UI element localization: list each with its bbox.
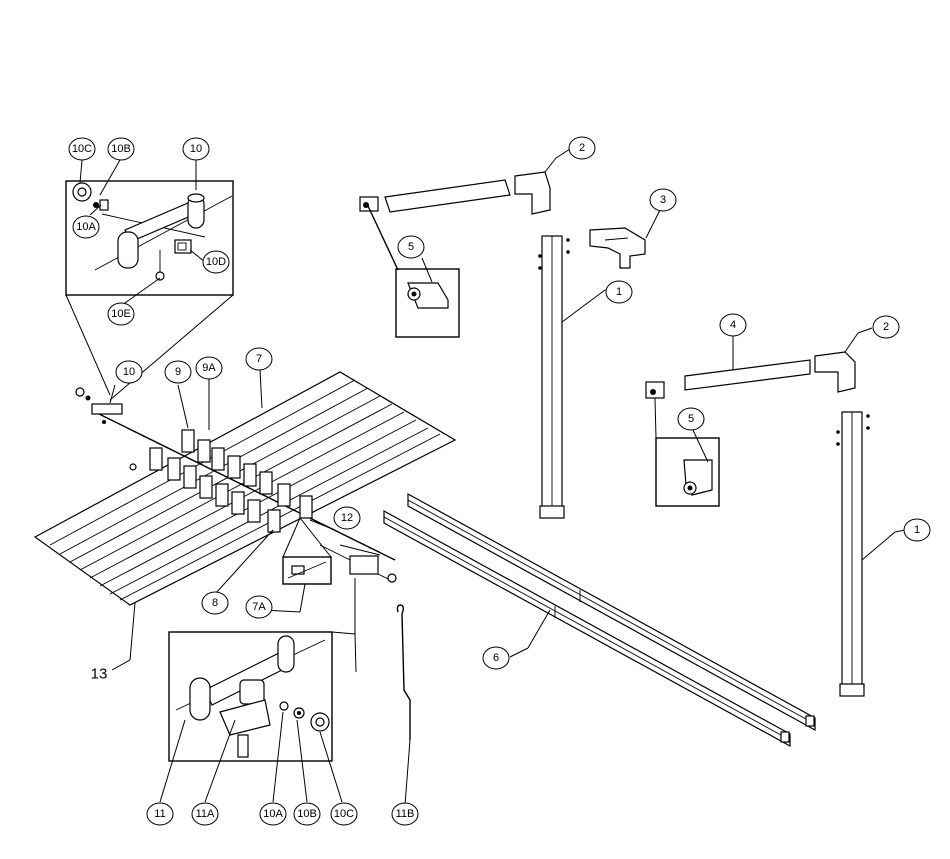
side-rails (383, 492, 816, 748)
svg-text:10D: 10D (206, 256, 226, 268)
callout-13: 13 (91, 666, 108, 683)
leader-lines-top-left (65, 159, 234, 401)
svg-text:13: 13 (91, 666, 108, 683)
svg-text:9A: 9A (202, 362, 216, 374)
svg-text:10B: 10B (297, 808, 317, 820)
callout-9a: 9A (195, 356, 223, 380)
right-beam-assembly (645, 327, 873, 507)
svg-text:4: 4 (730, 319, 736, 331)
svg-text:1: 1 (914, 524, 920, 536)
post-right (836, 411, 906, 697)
svg-text:7A: 7A (252, 601, 266, 613)
svg-text:8: 8 (212, 597, 218, 609)
svg-text:2: 2 (579, 142, 585, 154)
svg-text:9: 9 (175, 366, 181, 378)
svg-text:10E: 10E (111, 308, 131, 320)
svg-text:10C: 10C (72, 143, 92, 155)
crank-right-end (319, 544, 397, 634)
svg-text:10C: 10C (334, 808, 354, 820)
detail-box-7a (261, 517, 332, 613)
svg-text:10: 10 (190, 143, 202, 155)
callout-10c-bot: 10C (330, 802, 358, 826)
hook-rod (396, 604, 411, 806)
svg-text:6: 6 (493, 652, 499, 664)
svg-text:2: 2 (883, 321, 889, 333)
callout-5-top: 5 (397, 235, 425, 259)
svg-text:10B: 10B (111, 143, 131, 155)
callout-11a: 11A (191, 802, 219, 826)
svg-text:10A: 10A (76, 221, 96, 233)
svg-text:5: 5 (688, 413, 694, 425)
callout-12: 12 (333, 506, 361, 530)
callout-1-top: 1 (605, 280, 633, 304)
callout-10-top: 10 (182, 137, 210, 161)
callout-2-top: 2 (568, 136, 596, 160)
callout-10a-bot: 10A (259, 802, 287, 826)
detail-box-motor-assembly (168, 631, 357, 762)
callout-10c-top: 10C (68, 137, 96, 161)
svg-text:12: 12 (341, 512, 353, 524)
callout-11: 11 (146, 802, 174, 826)
callout-4: 4 (719, 313, 747, 337)
callout-5-mid: 5 (677, 407, 705, 431)
callout-8: 8 (201, 591, 229, 615)
callout-9: 9 (164, 360, 192, 384)
svg-text:5: 5 (408, 241, 414, 253)
callout-10d: 10D (202, 250, 230, 274)
svg-text:10: 10 (123, 366, 135, 378)
leader-lines-bottom (159, 711, 343, 803)
callout-3: 3 (649, 188, 677, 212)
callout-7a: 7A (245, 595, 273, 619)
svg-text:11B: 11B (396, 808, 415, 820)
callout-2-mid: 2 (872, 315, 900, 339)
top-beam-assembly (359, 148, 571, 338)
callout-7: 7 (245, 347, 273, 371)
corner-bracket (589, 209, 661, 269)
callout-6: 6 (482, 646, 510, 670)
leader-lines-main-panel (109, 369, 336, 671)
svg-text:7: 7 (256, 353, 262, 365)
callout-1-mid: 1 (903, 518, 931, 542)
callout-10b-top: 10B (107, 137, 135, 161)
svg-text:1: 1 (616, 286, 622, 298)
svg-text:3: 3 (660, 194, 666, 206)
detail-box-crank-assembly (65, 180, 234, 296)
callout-11b: 11B (391, 802, 419, 826)
callout-10b-bot: 10B (293, 802, 321, 826)
callout-10-mid: 10 (115, 360, 143, 384)
svg-text:10A: 10A (263, 808, 283, 820)
roof-panel-assembly (33, 371, 457, 606)
svg-text:11: 11 (154, 808, 165, 820)
svg-text:11A: 11A (196, 808, 215, 820)
callout-10a-top: 10A (72, 215, 100, 239)
louver-clips (149, 429, 313, 533)
post-left (538, 235, 613, 519)
callout-10e: 10E (107, 302, 135, 326)
